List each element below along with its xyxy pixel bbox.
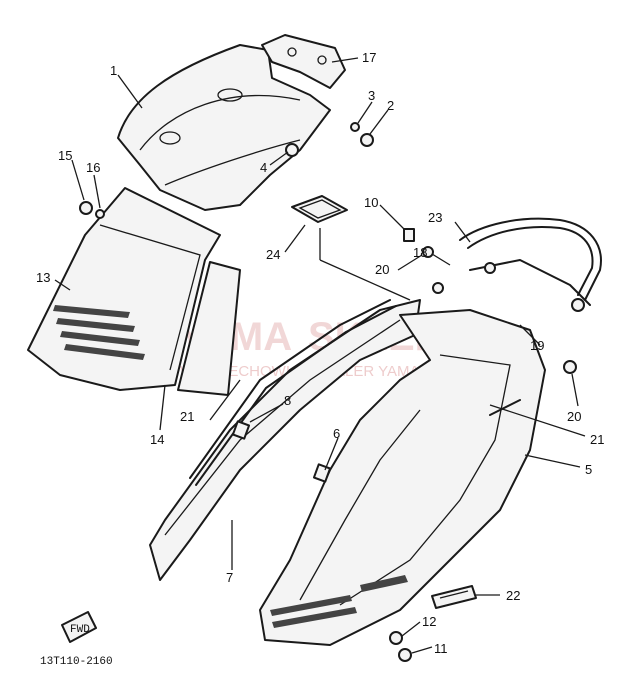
callout-labels: 1 2 3 4 5 6 7 8 10 11 12 13 14 15 16 17 … bbox=[36, 50, 604, 656]
fwd-marker: FWD bbox=[61, 611, 97, 643]
leader-lines bbox=[54, 57, 586, 654]
callout-18: 18 bbox=[413, 245, 427, 260]
callout-21-b: 21 bbox=[590, 432, 604, 447]
part-emblem bbox=[431, 585, 477, 609]
diagram-code: 13T110-2160 bbox=[40, 656, 113, 668]
callout-11: 11 bbox=[434, 641, 448, 656]
callout-17: 17 bbox=[362, 50, 376, 65]
part-bracket bbox=[261, 34, 346, 89]
callout-8: 8 bbox=[284, 393, 291, 408]
bolt-group-right bbox=[389, 228, 577, 662]
bolt-group-top bbox=[285, 122, 374, 157]
callout-13: 13 bbox=[36, 270, 50, 285]
callout-21-a: 21 bbox=[180, 409, 194, 424]
callout-15: 15 bbox=[58, 148, 72, 163]
callout-14: 14 bbox=[150, 432, 164, 447]
callout-23: 23 bbox=[428, 210, 442, 225]
part-right-side-cover bbox=[259, 309, 546, 646]
part-pad bbox=[291, 195, 348, 223]
callout-4: 4 bbox=[260, 160, 267, 175]
fwd-label: FWD bbox=[70, 624, 90, 636]
callout-12: 12 bbox=[422, 614, 436, 629]
callout-6: 6 bbox=[333, 426, 340, 441]
callout-2: 2 bbox=[387, 98, 394, 113]
part-rear-cover bbox=[117, 44, 331, 211]
bolt-group-left bbox=[79, 201, 105, 219]
callout-5: 5 bbox=[585, 462, 592, 477]
callout-22: 22 bbox=[506, 588, 520, 603]
callout-16: 16 bbox=[86, 160, 100, 175]
callout-10: 10 bbox=[364, 195, 378, 210]
callout-20-a: 20 bbox=[375, 262, 389, 277]
part-front-cover bbox=[27, 187, 241, 396]
callout-20-b: 20 bbox=[567, 409, 581, 424]
callout-24: 24 bbox=[266, 247, 280, 262]
callout-7: 7 bbox=[226, 570, 233, 585]
callout-3: 3 bbox=[368, 88, 375, 103]
callout-19: 19 bbox=[530, 338, 544, 353]
callout-1: 1 bbox=[110, 63, 117, 78]
part-grab-rail bbox=[459, 217, 602, 312]
